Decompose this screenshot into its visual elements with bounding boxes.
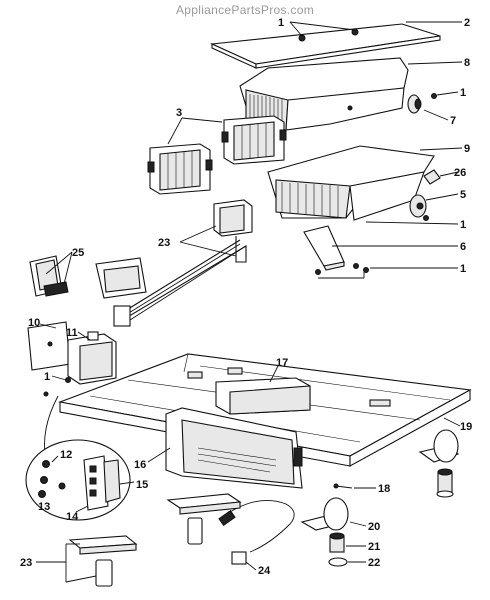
screw-1-upper[interactable] xyxy=(431,93,437,99)
screw-1-left[interactable] xyxy=(43,377,71,397)
part-9-lower-grille-housing[interactable] xyxy=(267,145,435,221)
callout-23-top: 23 xyxy=(158,237,170,249)
callout-21: 21 xyxy=(368,541,380,553)
part-22-foot-pad[interactable] xyxy=(328,557,348,567)
callout-5: 5 xyxy=(460,189,466,201)
part-10-plate[interactable] xyxy=(27,321,71,371)
callout-labels: 1 2 8 1 7 3 9 26 5 1 23 6 25 1 10 11 1 1… xyxy=(20,17,472,577)
callout-1-switch: 1 xyxy=(460,219,466,231)
part-3-module-left[interactable] xyxy=(147,143,213,195)
part-12-screws[interactable] xyxy=(38,460,50,498)
callout-23-bottom: 23 xyxy=(20,557,32,569)
part-13-screw[interactable] xyxy=(58,482,66,490)
part-21-leveling-screw[interactable] xyxy=(329,532,345,553)
part-17-bracket[interactable] xyxy=(215,377,311,415)
callout-1-left: 1 xyxy=(44,371,50,383)
callout-11: 11 xyxy=(66,327,78,339)
part-23-blocks[interactable] xyxy=(68,493,242,587)
callout-24: 24 xyxy=(258,565,271,577)
callout-3: 3 xyxy=(176,107,182,119)
callout-14: 14 xyxy=(66,511,79,523)
part-5-switch[interactable] xyxy=(409,194,427,218)
callout-10: 10 xyxy=(28,317,40,329)
callout-20: 20 xyxy=(368,521,380,533)
callout-26: 26 xyxy=(454,167,466,179)
watermark: AppliancePartsPros.com xyxy=(176,3,314,17)
part-18-screw[interactable] xyxy=(333,483,353,489)
part-23-harness-module[interactable] xyxy=(113,199,253,327)
part-19-leveler-foot[interactable] xyxy=(418,429,460,498)
part-25-hardware[interactable] xyxy=(29,255,147,299)
part-15-connector[interactable] xyxy=(103,459,121,503)
part-24-sensor-wire[interactable] xyxy=(218,499,295,565)
part-2-cover-plate[interactable] xyxy=(209,23,441,69)
part-6-bracket[interactable] xyxy=(303,225,345,271)
screws-1-bracket[interactable] xyxy=(315,263,369,275)
callout-19: 19 xyxy=(460,421,472,433)
callout-7: 7 xyxy=(450,115,456,127)
callout-22: 22 xyxy=(368,557,380,569)
part-14-terminal-block[interactable] xyxy=(83,455,109,511)
part-3-module-right[interactable] xyxy=(221,115,287,165)
callout-13: 13 xyxy=(38,501,50,513)
callout-17: 17 xyxy=(276,357,288,369)
callout-6: 6 xyxy=(460,241,466,253)
callout-8: 8 xyxy=(464,57,470,69)
callout-18: 18 xyxy=(378,483,390,495)
callout-1-knob: 1 xyxy=(460,87,466,99)
callout-12: 12 xyxy=(60,449,72,461)
callout-9: 9 xyxy=(464,143,470,155)
part-11-switch-box[interactable] xyxy=(67,331,117,385)
callout-2: 2 xyxy=(464,17,470,29)
part-16-control-board[interactable] xyxy=(165,407,303,489)
part-20-foot-bracket[interactable] xyxy=(300,497,349,531)
callout-15: 15 xyxy=(136,479,148,491)
part-26-clip[interactable] xyxy=(423,169,441,185)
part-7-switch-knob[interactable] xyxy=(407,94,422,114)
callout-1-top: 1 xyxy=(278,17,284,29)
screw-1-right[interactable] xyxy=(423,215,429,221)
callout-1-bracket: 1 xyxy=(460,263,466,275)
callout-16: 16 xyxy=(134,459,146,471)
callout-25: 25 xyxy=(72,247,84,259)
